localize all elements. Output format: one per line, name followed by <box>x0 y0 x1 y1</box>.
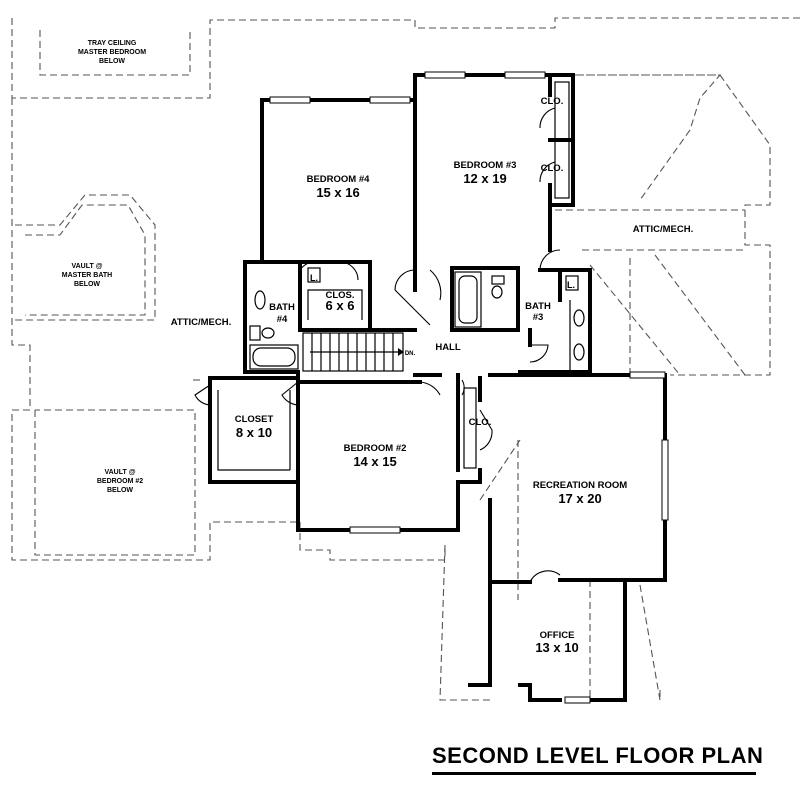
office-name: OFFICE <box>540 630 575 641</box>
recreation-size: 17 x 20 <box>558 491 601 506</box>
closet-name: CLOSET <box>235 414 274 425</box>
bedroom3-size: 12 x 19 <box>463 171 506 186</box>
office-size: 13 x 10 <box>535 640 578 655</box>
bath4-name: BATH <box>269 302 295 313</box>
vault-bed2-line2: BEDROOM #2 <box>97 478 143 485</box>
bedroom3-closets <box>548 73 575 207</box>
title-underline <box>432 772 756 775</box>
door-swings <box>194 107 561 583</box>
linen-label-1: L. <box>310 273 318 283</box>
closet-label-c: CLO. <box>469 417 492 428</box>
vault-bath-line3: BELOW <box>74 281 100 288</box>
recreation-name: RECREATION ROOM <box>533 480 627 491</box>
plan-title: SECOND LEVEL FLOOR PLAN <box>432 743 764 768</box>
hall-label: HALL <box>435 342 461 353</box>
closet-shelving <box>217 289 477 471</box>
bedroom2-name: BEDROOM #2 <box>344 443 407 454</box>
bedroom2-size: 14 x 15 <box>353 454 396 469</box>
vault-bed2-line3: BELOW <box>107 487 133 494</box>
vault-bath-line2: MASTER BATH <box>62 272 112 279</box>
tray-note-line3: BELOW <box>99 58 125 65</box>
vault-bed2-line1: VAULT @ <box>104 469 135 476</box>
bedroom3-name: BEDROOM #3 <box>454 160 517 171</box>
bath3-name: BATH <box>525 301 551 312</box>
linen-label-2: L. <box>567 280 575 290</box>
attic-mech-right: ATTIC/MECH. <box>633 224 694 235</box>
attic-mech-left: ATTIC/MECH. <box>171 317 232 328</box>
closet-label-b: CLO. <box>541 163 564 174</box>
closet-label-a: CLO. <box>541 96 564 107</box>
exterior-walls <box>208 73 667 702</box>
bedroom4-name: BEDROOM #4 <box>307 174 371 185</box>
bath4-num: #4 <box>277 314 288 325</box>
windows <box>269 71 669 704</box>
bath3-num: #3 <box>533 312 544 323</box>
stairs <box>302 332 404 372</box>
roof-outline-dashed <box>11 17 800 701</box>
vault-bath-line1: VAULT @ <box>71 263 102 270</box>
stair-dn-label: DN. <box>405 351 416 357</box>
bath-fixtures <box>249 267 585 372</box>
tray-note-line2: MASTER BEDROOM <box>78 49 146 56</box>
closet-size: 8 x 10 <box>236 425 272 440</box>
clos-name: CLOS. <box>325 290 354 301</box>
tray-note-line1: TRAY CEILING <box>88 40 137 47</box>
clos-size: 6 x 6 <box>326 298 355 313</box>
bedroom4-size: 15 x 16 <box>316 185 359 200</box>
